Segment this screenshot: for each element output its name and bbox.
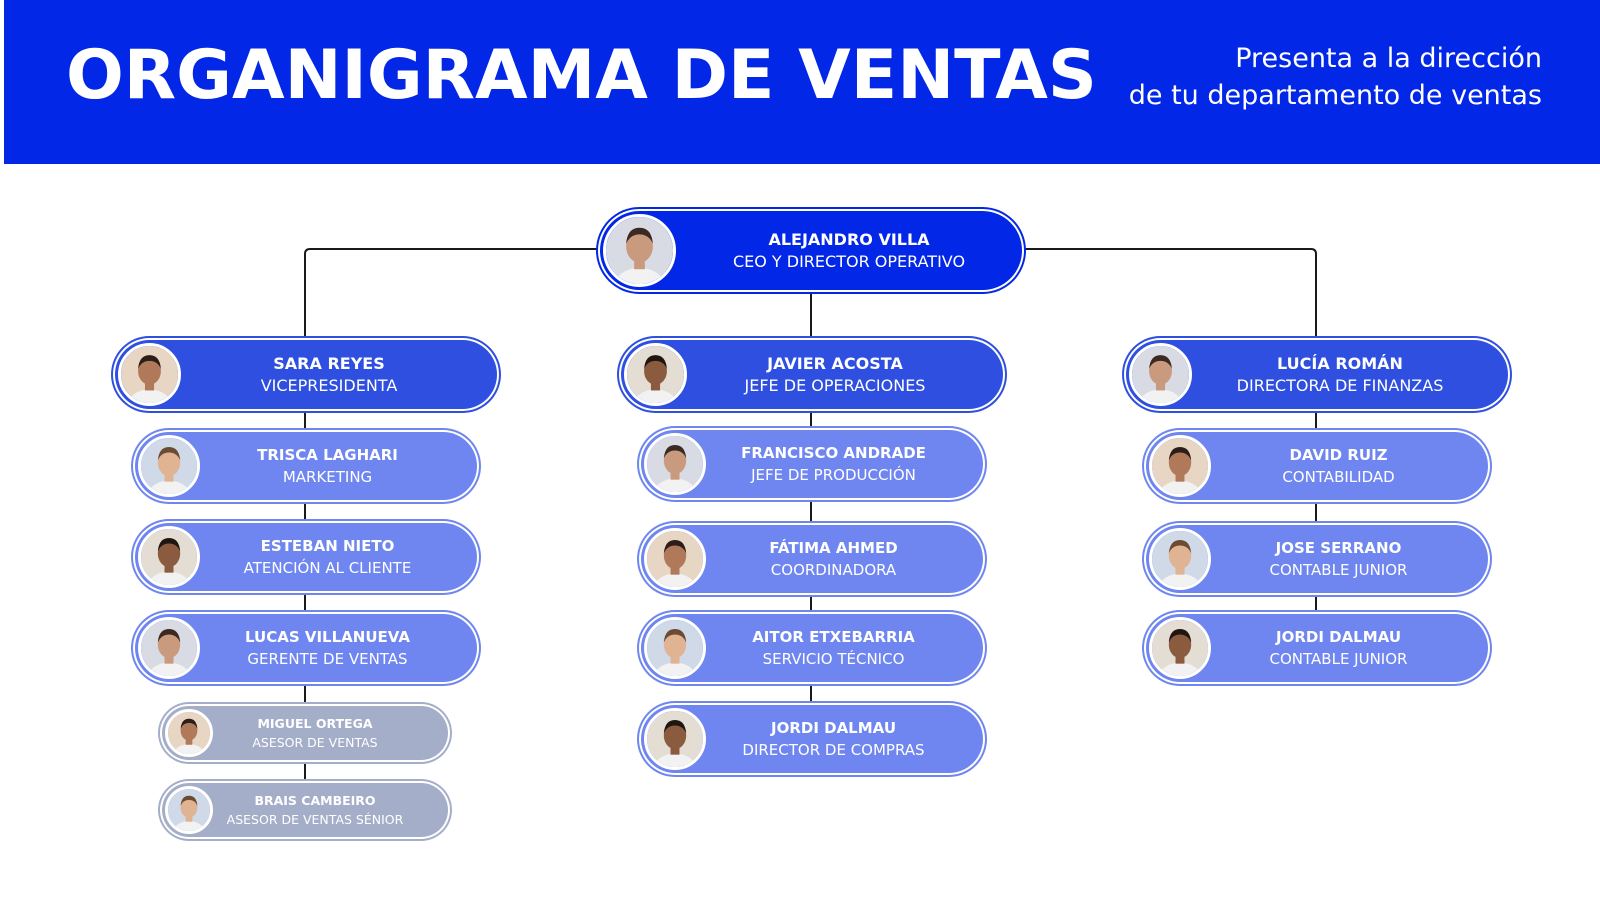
org-node-member[interactable]: AITOR ETXEBARRIA SERVICIO TÉCNICO [641, 614, 983, 682]
node-role: ATENCIÓN AL CLIENTE [243, 559, 412, 577]
node-text: MIGUEL ORTEGA ASESOR DE VENTAS [182, 706, 448, 760]
org-node-member[interactable]: JORDI DALMAU DIRECTOR DE COMPRAS [641, 705, 983, 773]
node-text: JORDI DALMAU DIRECTOR DE COMPRAS [696, 705, 971, 773]
org-node-sub-member[interactable]: BRAIS CAMBEIRO ASESOR DE VENTAS SÉNIOR [162, 783, 448, 837]
page-subtitle: Presenta a la dirección de tu departamen… [1022, 40, 1542, 114]
ceo-to-right-branch [1022, 248, 1317, 340]
node-role: CONTABILIDAD [1282, 468, 1395, 486]
node-role: ASESOR DE VENTAS [252, 735, 378, 750]
person-avatar-icon [138, 617, 200, 679]
person-avatar-icon [1149, 528, 1211, 590]
node-text: ALEJANDRO VILLA CEO Y DIRECTOR OPERATIVO [676, 211, 1022, 290]
node-name: AITOR ETXEBARRIA [752, 628, 915, 646]
node-text: ESTEBAN NIETO ATENCIÓN AL CLIENTE [190, 523, 465, 591]
node-role: VICEPRESIDENTA [260, 375, 398, 395]
node-name: DAVID RUIZ [1289, 446, 1388, 464]
subtitle-line-2: de tu departamento de ventas [1128, 80, 1542, 111]
node-role: COORDINADORA [770, 561, 897, 579]
node-name: LUCÍA ROMÁN [1277, 353, 1403, 373]
person-avatar-icon [603, 214, 676, 287]
person-avatar-icon [1149, 617, 1211, 679]
page-title: ORGANIGRAMA DE VENTAS [66, 36, 1097, 115]
node-role: MARKETING [282, 468, 373, 486]
node-name: JOSE SERRANO [1275, 539, 1402, 557]
org-node-member[interactable]: JORDI DALMAU CONTABLE JUNIOR [1146, 614, 1488, 682]
node-role: JEFE DE OPERACIONES [744, 375, 926, 395]
person-avatar-icon [1149, 435, 1211, 497]
person-avatar-icon [644, 528, 706, 590]
node-name: LUCAS VILLANUEVA [245, 628, 410, 646]
node-role: JEFE DE PRODUCCIÓN [751, 466, 916, 484]
person-avatar-icon [624, 343, 687, 406]
header-banner: ORGANIGRAMA DE VENTAS Presenta a la dire… [4, 0, 1600, 164]
org-node-manager[interactable]: LUCÍA ROMÁN DIRECTORA DE FINANZAS [1126, 340, 1508, 409]
node-name: FRANCISCO ANDRADE [741, 444, 926, 462]
node-role: CONTABLE JUNIOR [1269, 650, 1408, 668]
node-name: JORDI DALMAU [1275, 628, 1401, 646]
person-avatar-icon [644, 617, 706, 679]
node-name: JAVIER ACOSTA [767, 353, 903, 373]
person-avatar-icon [138, 526, 200, 588]
node-text: JOSE SERRANO CONTABLE JUNIOR [1201, 525, 1476, 593]
node-role: GERENTE DE VENTAS [247, 650, 408, 668]
org-node-sub-member[interactable]: MIGUEL ORTEGA ASESOR DE VENTAS [162, 706, 448, 760]
node-text: LUCÍA ROMÁN DIRECTORA DE FINANZAS [1192, 340, 1488, 409]
person-avatar-icon [118, 343, 181, 406]
node-text: LUCAS VILLANUEVA GERENTE DE VENTAS [190, 614, 465, 682]
org-node-ceo[interactable]: ALEJANDRO VILLA CEO Y DIRECTOR OPERATIVO [600, 211, 1022, 290]
node-role: DIRECTOR DE COMPRAS [742, 741, 925, 759]
node-name: SARA REYES [273, 353, 385, 373]
person-avatar-icon [1129, 343, 1192, 406]
node-text: JAVIER ACOSTA JEFE DE OPERACIONES [687, 340, 983, 409]
node-name: JORDI DALMAU [770, 719, 896, 737]
person-avatar-icon [644, 708, 706, 770]
node-role: CEO Y DIRECTOR OPERATIVO [732, 251, 966, 271]
node-name: MIGUEL ORTEGA [257, 716, 373, 731]
node-role: SERVICIO TÉCNICO [762, 650, 905, 668]
node-name: BRAIS CAMBEIRO [254, 793, 376, 808]
node-text: BRAIS CAMBEIRO ASESOR DE VENTAS SÉNIOR [182, 783, 448, 837]
node-role: CONTABLE JUNIOR [1269, 561, 1408, 579]
node-name: TRISCA LAGHARI [257, 446, 398, 464]
org-node-member[interactable]: FRANCISCO ANDRADE JEFE DE PRODUCCIÓN [641, 430, 983, 498]
node-name: ALEJANDRO VILLA [768, 229, 930, 249]
person-avatar-icon [165, 786, 213, 834]
org-node-member[interactable]: DAVID RUIZ CONTABILIDAD [1146, 432, 1488, 500]
node-name: ESTEBAN NIETO [260, 537, 395, 555]
node-text: FRANCISCO ANDRADE JEFE DE PRODUCCIÓN [696, 430, 971, 498]
person-avatar-icon [165, 709, 213, 757]
node-role: ASESOR DE VENTAS SÉNIOR [226, 812, 404, 827]
node-text: DAVID RUIZ CONTABILIDAD [1201, 432, 1476, 500]
org-node-member[interactable]: JOSE SERRANO CONTABLE JUNIOR [1146, 525, 1488, 593]
org-node-manager[interactable]: SARA REYES VICEPRESIDENTA [115, 340, 497, 409]
person-avatar-icon [644, 433, 706, 495]
subtitle-line-1: Presenta a la dirección [1235, 43, 1542, 74]
node-text: FÁTIMA AHMED COORDINADORA [696, 525, 971, 593]
node-text: JORDI DALMAU CONTABLE JUNIOR [1201, 614, 1476, 682]
ceo-to-left-branch [304, 248, 598, 340]
org-node-member[interactable]: LUCAS VILLANUEVA GERENTE DE VENTAS [135, 614, 477, 682]
node-role: DIRECTORA DE FINANZAS [1236, 375, 1444, 395]
org-node-member[interactable]: FÁTIMA AHMED COORDINADORA [641, 525, 983, 593]
person-avatar-icon [138, 435, 200, 497]
org-node-manager[interactable]: JAVIER ACOSTA JEFE DE OPERACIONES [621, 340, 1003, 409]
node-text: TRISCA LAGHARI MARKETING [190, 432, 465, 500]
org-node-member[interactable]: ESTEBAN NIETO ATENCIÓN AL CLIENTE [135, 523, 477, 591]
node-text: SARA REYES VICEPRESIDENTA [181, 340, 477, 409]
node-text: AITOR ETXEBARRIA SERVICIO TÉCNICO [696, 614, 971, 682]
org-node-member[interactable]: TRISCA LAGHARI MARKETING [135, 432, 477, 500]
node-name: FÁTIMA AHMED [769, 539, 898, 557]
